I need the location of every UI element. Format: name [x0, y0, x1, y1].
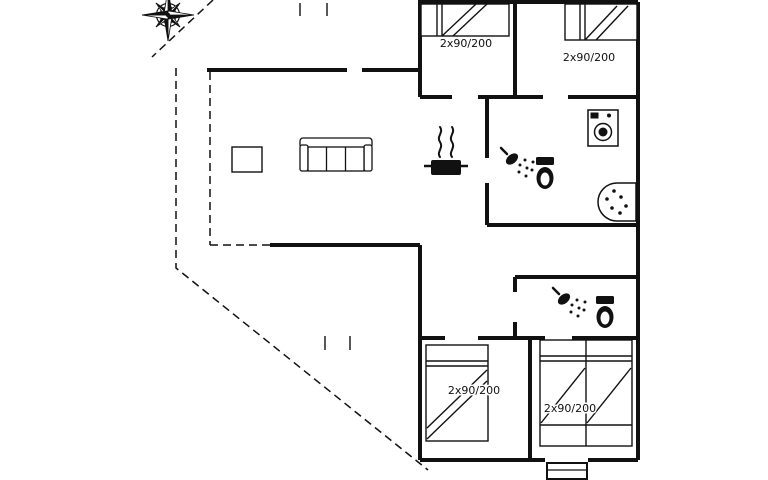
terrace-boundary-dashed	[151, 0, 429, 471]
table-icon	[231, 146, 263, 173]
toilet-icon	[536, 157, 554, 189]
bed-size-label-top-left: 2x90/200	[440, 37, 492, 50]
sofa-icon	[299, 137, 373, 172]
bed-top-left	[420, 3, 510, 37]
cooking-pot-icon	[424, 126, 468, 175]
bed-bottom-right	[539, 339, 633, 447]
bed-size-label-bottom-right: 2x90/200	[544, 402, 596, 415]
bed-size-label-top-right: 2x90/200	[563, 51, 615, 64]
whirlpool-icon	[597, 182, 637, 222]
entrance-step	[546, 462, 588, 480]
shower-icon	[551, 286, 587, 318]
window-ticks-bottom	[324, 336, 351, 350]
toilet-icon	[596, 296, 614, 328]
shower-icon	[499, 146, 535, 178]
washing-machine-icon	[587, 109, 619, 147]
compass-rose-icon	[141, 0, 195, 42]
bed-bottom-left	[425, 344, 489, 442]
window-ticks-top	[299, 3, 328, 16]
bed-top-right	[564, 3, 638, 41]
bed-size-label-bottom-left: 2x90/200	[448, 384, 500, 397]
walls	[207, 0, 640, 462]
